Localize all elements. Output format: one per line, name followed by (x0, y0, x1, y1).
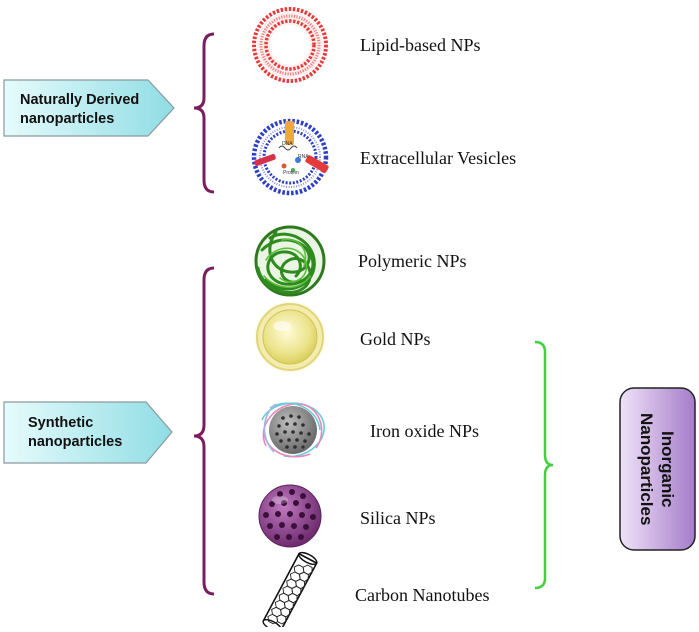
synthetic-category-label: Synthetic nanoparticles (28, 415, 123, 450)
ev-rna-label: RNA (298, 154, 309, 160)
silica-np-icon (258, 484, 322, 548)
ev-dna-label: DNA (282, 141, 293, 147)
iron-oxide-np-icon (261, 402, 325, 458)
iron-oxide-np-label: Iron oxide NPs (370, 421, 479, 441)
natural-category-label: Naturally Derived nanoparticles (20, 92, 140, 127)
gold-np-label: Gold NPs (360, 329, 431, 349)
natural-bracket (193, 32, 215, 194)
carbon-nanotubes-label: Carbon Nanotubes (355, 585, 490, 605)
ev-protein-label: Protein (283, 170, 299, 176)
gold-np-icon (253, 300, 327, 374)
inorganic-box (619, 387, 696, 551)
synthetic-pentagon (3, 401, 173, 464)
inorganic-bracket (534, 340, 554, 590)
extracellular-vesicle-icon: DNA RNA Protein (251, 118, 329, 196)
polymeric-np-icon (254, 225, 326, 297)
inorganic-category-label: Inorganic Nanoparticles (637, 412, 677, 526)
lipid-np-icon (252, 7, 328, 83)
synthetic-bracket (193, 266, 215, 596)
silica-np-label: Silica NPs (360, 508, 436, 528)
extracellular-vesicles-label: Extracellular Vesicles (360, 148, 517, 168)
lipid-np-label: Lipid-based NPs (360, 35, 481, 55)
polymeric-np-label: Polymeric NPs (358, 251, 467, 271)
natural-pentagon (3, 79, 175, 137)
carbon-nanotube-icon (262, 551, 318, 632)
